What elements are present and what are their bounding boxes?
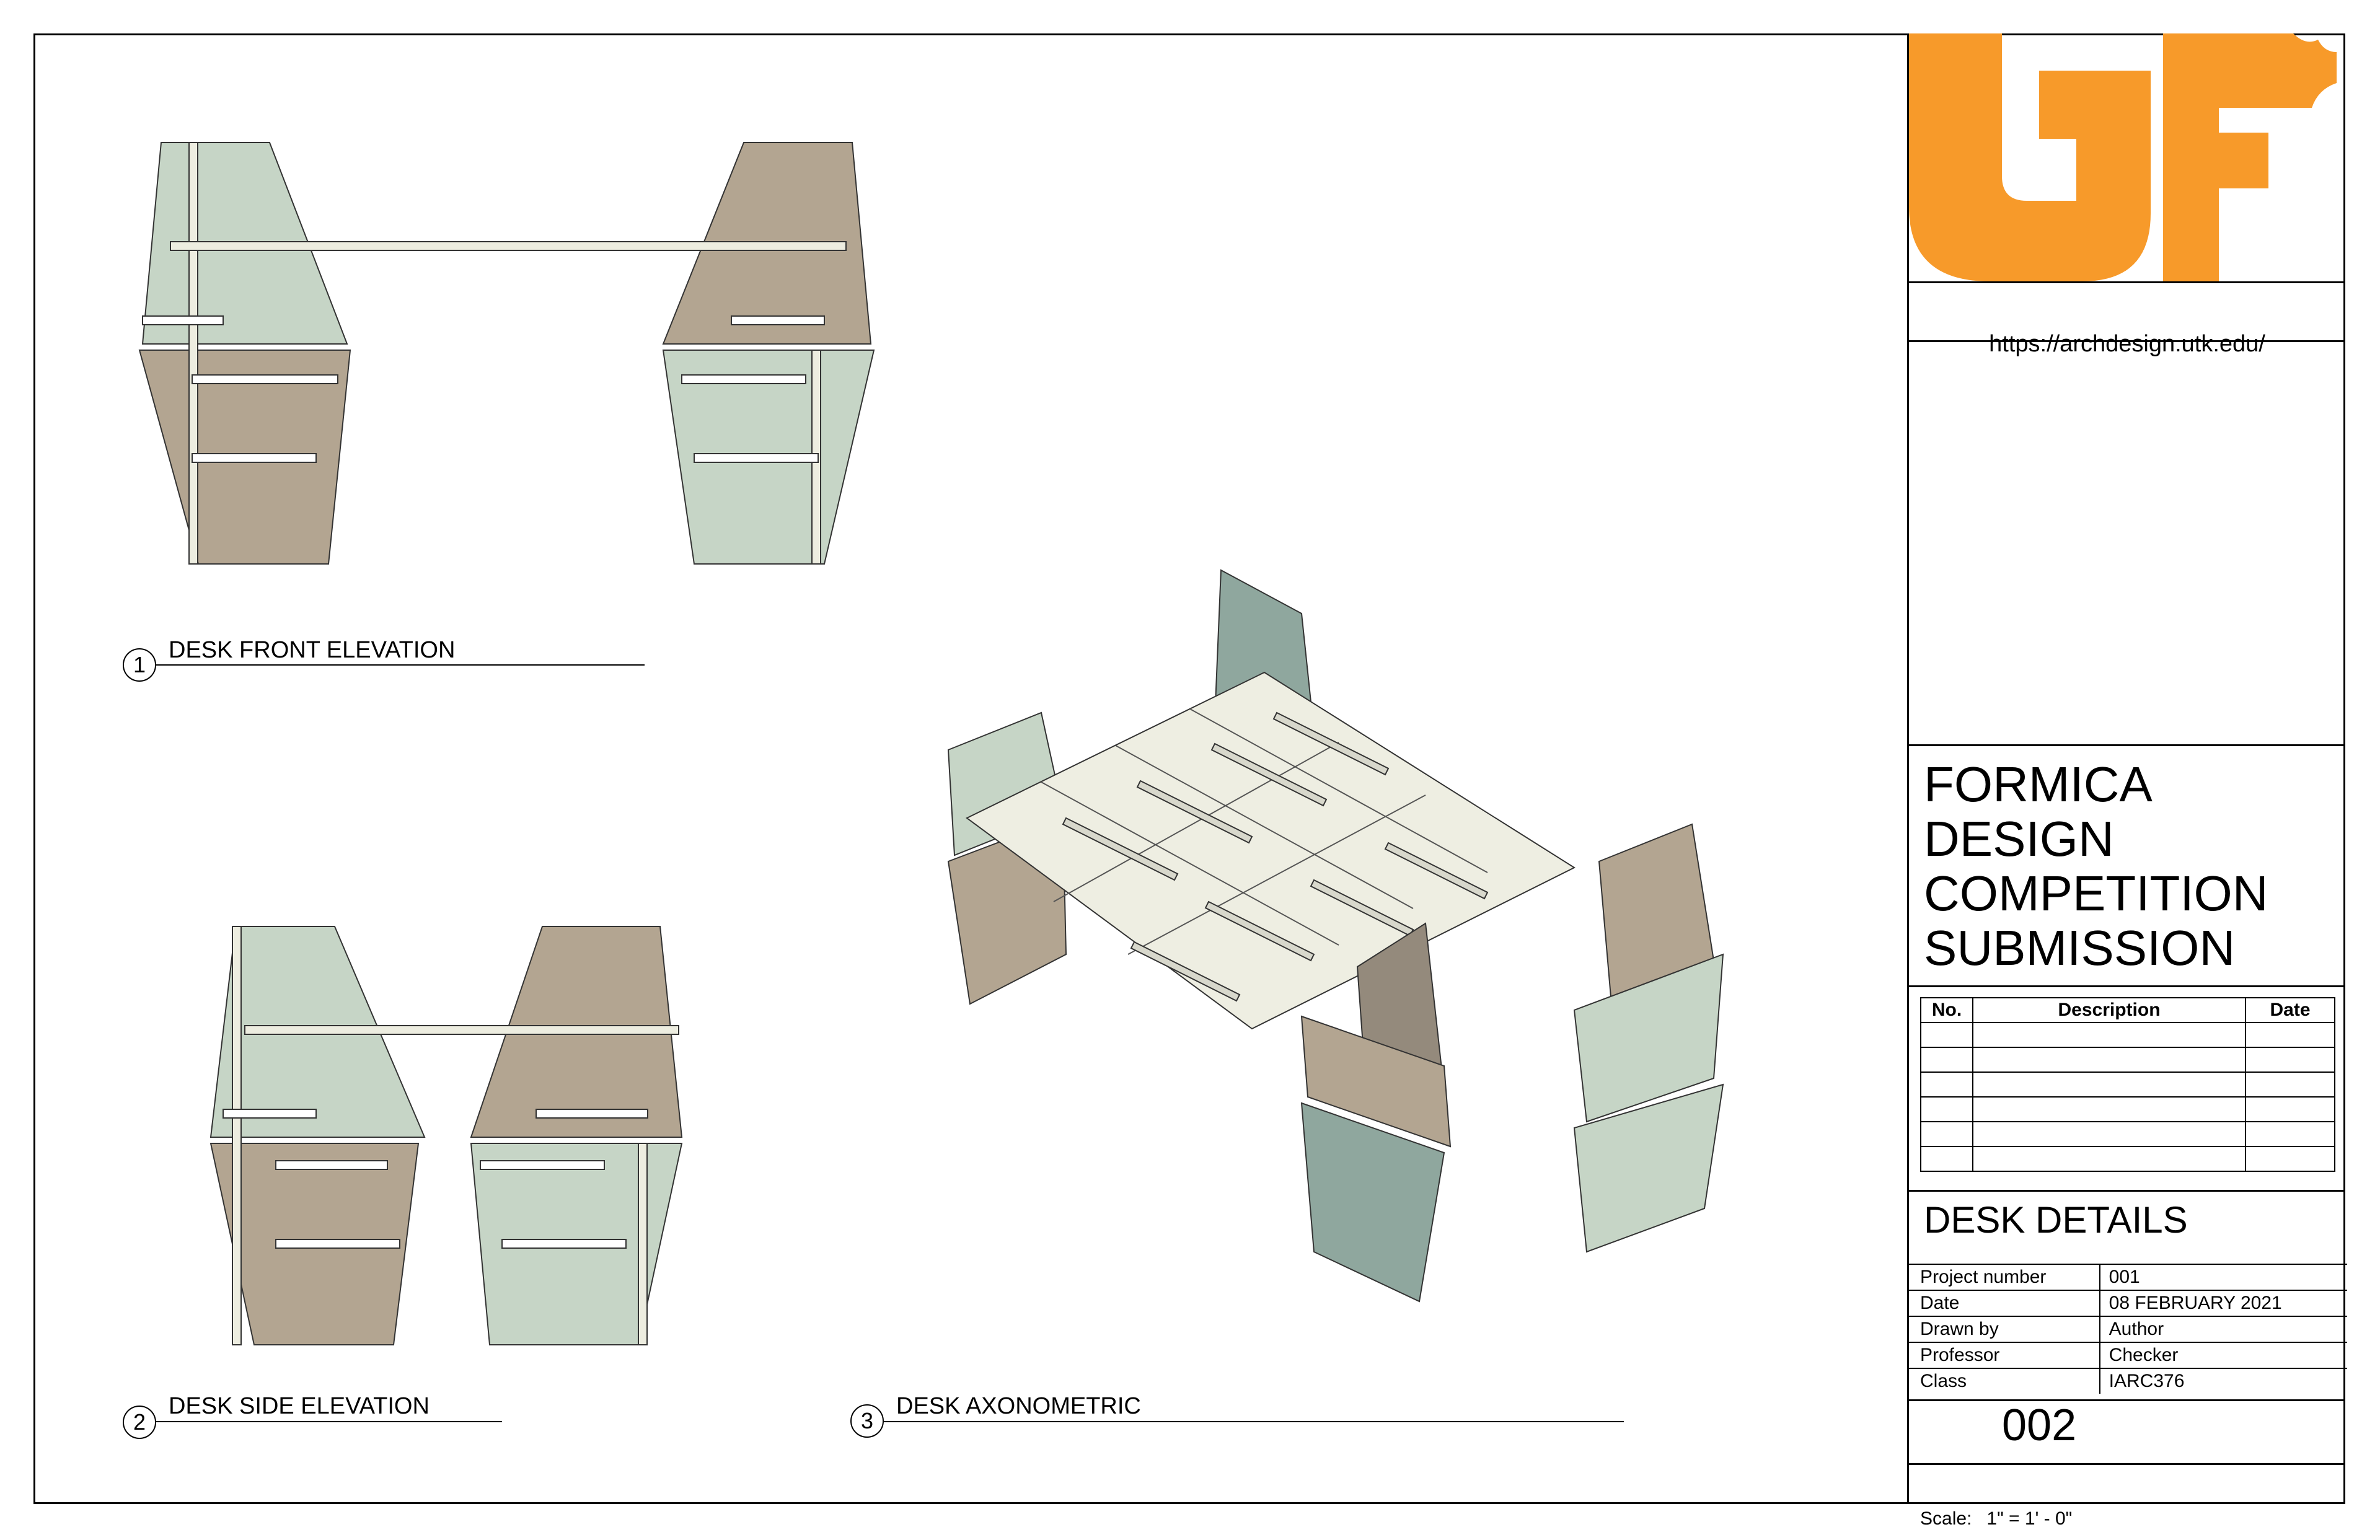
revision-row bbox=[1920, 1022, 2335, 1048]
project-title: FORMICA DESIGN COMPETITION SUBMISSION bbox=[1924, 757, 2268, 975]
slot bbox=[694, 453, 819, 463]
revision-row bbox=[1920, 1047, 2335, 1073]
seam bbox=[1189, 708, 1488, 873]
scale: Scale: 1" = 1' - 0" bbox=[1920, 1508, 2072, 1529]
view-2-underline bbox=[155, 1421, 502, 1422]
scale-label: Scale: bbox=[1920, 1508, 1972, 1529]
front-right-lower-panel bbox=[1573, 953, 1724, 1123]
revision-row bbox=[1920, 1121, 2335, 1147]
left-post bbox=[188, 142, 198, 565]
info-label: Class bbox=[1909, 1368, 2100, 1394]
title-block-divider bbox=[1909, 1399, 2345, 1401]
slot bbox=[192, 374, 338, 384]
revision-row bbox=[1920, 1146, 2335, 1172]
view-1-underline bbox=[155, 664, 645, 666]
view-1-title: DESK FRONT ELEVATION bbox=[169, 637, 456, 663]
info-value: 001 bbox=[2099, 1264, 2347, 1290]
slot bbox=[1062, 817, 1179, 881]
seam bbox=[1127, 794, 1426, 955]
title-block-divider bbox=[1909, 1463, 2345, 1465]
ut-logo bbox=[1909, 33, 2337, 281]
slot bbox=[142, 315, 224, 325]
project-title-line: FORMICA bbox=[1924, 757, 2153, 812]
revision-header-no: No. bbox=[1920, 997, 1973, 1023]
info-value: Checker bbox=[2099, 1342, 2347, 1368]
revision-row bbox=[1920, 1096, 2335, 1122]
desktop-edge bbox=[244, 1025, 679, 1035]
revision-row bbox=[1920, 1071, 2335, 1098]
slot bbox=[275, 1160, 388, 1170]
info-value: IARC376 bbox=[2099, 1368, 2347, 1394]
drawing-axonometric bbox=[947, 569, 1724, 1303]
view-1-number: 1 bbox=[123, 648, 156, 682]
slot bbox=[1210, 742, 1328, 807]
front-center-mid-panel bbox=[1300, 1015, 1452, 1148]
revision-table: No. Description Date bbox=[1920, 997, 2335, 1172]
info-label: Project number bbox=[1909, 1264, 2100, 1290]
view-3-title: DESK AXONOMETRIC bbox=[896, 1393, 1141, 1419]
left-post bbox=[232, 926, 242, 1345]
right-post bbox=[638, 1143, 648, 1345]
slot bbox=[1384, 842, 1489, 900]
project-title-line: SUBMISSION bbox=[1924, 920, 2236, 975]
info-label: Professor bbox=[1909, 1342, 2100, 1368]
view-3-underline bbox=[883, 1421, 1624, 1422]
desktop-edge bbox=[170, 241, 847, 251]
title-block: https://archdesign.utk.edu/ FORMICA DESI… bbox=[1907, 33, 2347, 1529]
view-2-number: 2 bbox=[123, 1406, 156, 1439]
info-label: Date bbox=[1909, 1290, 2100, 1316]
project-title-line: DESIGN bbox=[1924, 811, 2114, 866]
slot bbox=[681, 374, 806, 384]
title-block-divider bbox=[1909, 281, 2345, 283]
desktop bbox=[966, 671, 1576, 1030]
slot bbox=[192, 453, 317, 463]
info-label: Drawn by bbox=[1909, 1316, 2100, 1342]
sheet-border bbox=[33, 33, 2345, 1504]
revision-header-description: Description bbox=[1972, 997, 2246, 1023]
drawing-front-elevation bbox=[138, 142, 875, 565]
front-right-bottom-panel bbox=[1573, 1083, 1724, 1253]
slot bbox=[731, 315, 825, 325]
title-block-divider bbox=[1909, 1190, 2345, 1192]
title-block-divider bbox=[1909, 744, 2345, 746]
slot bbox=[480, 1160, 605, 1170]
slot bbox=[501, 1239, 627, 1249]
slot bbox=[1272, 711, 1390, 776]
slot bbox=[275, 1239, 400, 1249]
seam bbox=[1041, 781, 1339, 946]
info-value: 08 FEBRUARY 2021 bbox=[2099, 1290, 2347, 1316]
scale-value: 1" = 1' - 0" bbox=[1986, 1508, 2073, 1529]
slot bbox=[1130, 941, 1241, 1002]
front-center-lower-panel bbox=[1300, 1102, 1445, 1303]
revision-header-date: Date bbox=[2245, 997, 2335, 1023]
seam bbox=[1115, 745, 1414, 909]
sheet-name: DESK DETAILS bbox=[1924, 1199, 2188, 1241]
project-title-line: COMPETITION bbox=[1924, 866, 2268, 921]
school-url[interactable]: https://archdesign.utk.edu/ bbox=[1989, 331, 2265, 357]
title-block-divider bbox=[1909, 985, 2345, 987]
seam bbox=[1053, 742, 1339, 902]
view-2-title: DESK SIDE ELEVATION bbox=[169, 1393, 430, 1419]
slot bbox=[1204, 900, 1315, 962]
view-3-number: 3 bbox=[850, 1404, 884, 1438]
slot bbox=[223, 1109, 317, 1119]
info-value: Author bbox=[2099, 1316, 2347, 1342]
slot bbox=[536, 1109, 648, 1119]
slot bbox=[1136, 780, 1253, 844]
drawing-side-elevation bbox=[209, 926, 683, 1345]
title-block-divider bbox=[1909, 340, 2345, 342]
sheet-number: 002 bbox=[2002, 1401, 2077, 1450]
